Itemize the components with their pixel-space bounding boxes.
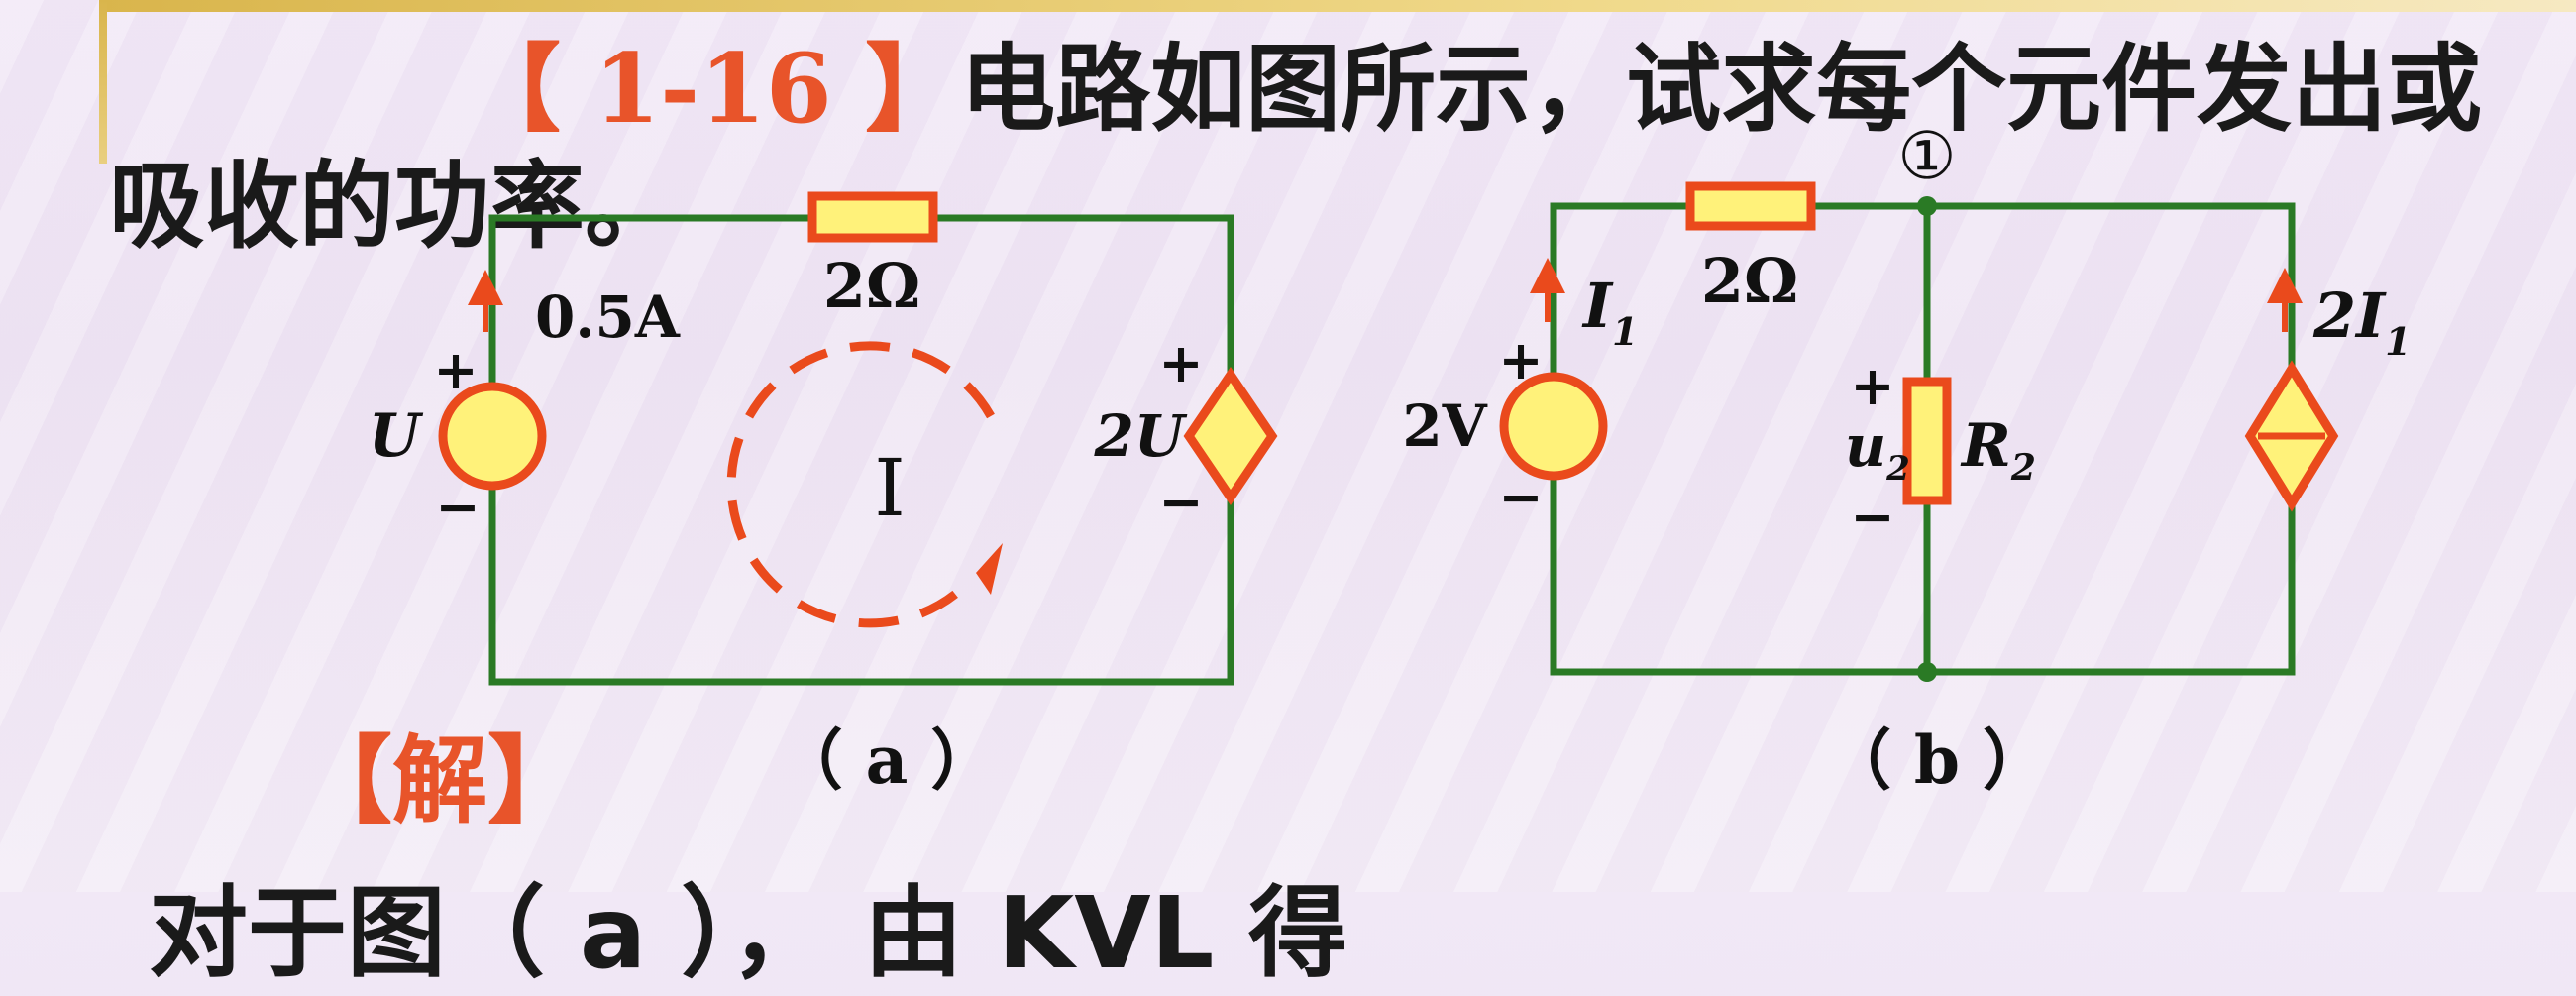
circuit-a-source-plus: +	[433, 338, 478, 401]
circuit-a-loop-arrowhead	[976, 543, 1003, 595]
circuit-b-source-plus: +	[1498, 328, 1543, 391]
circuit-a-dependent-label: 2U	[1094, 402, 1188, 470]
circuit-b-resistor-label: 2Ω	[1701, 245, 1798, 317]
circuit-b-node-label: ①	[1897, 118, 1956, 194]
circuit-b-r2	[1902, 377, 1952, 505]
circuit-b-u2-main: u	[1845, 412, 1886, 480]
circuit-a: 2Ω U + − 0.5A I 2U + − （ a ）	[369, 191, 1278, 799]
circuit-a-loop-path	[726, 341, 995, 628]
circuit-a-current-label: 0.5A	[535, 283, 681, 351]
circuit-a-resistor	[807, 191, 938, 243]
circuit-b-u2-plus: +	[1850, 354, 1894, 417]
circuit-b-u2-sub: 2	[1885, 449, 1910, 489]
circuit-b-dep-current-label: 2I1	[2312, 279, 2412, 364]
circuit-b-r2-main: R	[1960, 411, 2011, 481]
problem-title: 【 1-16 】电路如图所示，试求每个元件发出或	[466, 12, 2482, 145]
solution-text: 对于图（ a ）， 由 KVL 得	[149, 875, 1348, 991]
circuit-a-dependent-minus: −	[1158, 470, 1203, 533]
circuit-b-current-label: I1	[1581, 270, 1638, 354]
circuit-a-dependent-plus: +	[1158, 331, 1203, 394]
circuit-a-caption: （ a ）	[778, 721, 997, 799]
circuit-b-source-minus: −	[1498, 465, 1543, 528]
circuit-a-source-label: U	[369, 401, 424, 471]
top-decor-bar	[99, 0, 2576, 12]
circuit-b-r2-label: R2	[1960, 411, 2036, 489]
circuit-b-u2-minus: −	[1850, 485, 1894, 548]
circuit-diagrams: 2Ω U + − 0.5A I 2U + − （ a ） ① 2Ω 2V + −	[369, 118, 2412, 799]
circuit-b-source-label: 2V	[1402, 392, 1487, 460]
circuit-b: ① 2Ω 2V + − I1 R2 u2 + − 2I1 （ b ）	[1402, 118, 2411, 799]
circuit-a-voltage-source	[438, 382, 547, 491]
circuit-b-current-main: I	[1581, 270, 1614, 342]
circuit-b-dep-current-sub: 1	[2385, 319, 2411, 364]
circuit-b-voltage-source	[1499, 372, 1608, 481]
solution-label: 【解】	[297, 725, 583, 836]
circuit-b-dep-current-main: 2I	[2312, 279, 2387, 352]
circuit-b-caption: （ b ）	[1826, 721, 2048, 799]
problem-text-line1: 电路如图所示，试求每个元件发出或	[960, 34, 2483, 145]
circuit-a-resistor-label: 2Ω	[823, 250, 920, 322]
background-pattern	[0, 0, 2576, 892]
circuit-b-node-bottom-dot	[1917, 662, 1937, 682]
circuit-b-current-sub: 1	[1612, 309, 1638, 354]
circuit-a-source-minus: −	[435, 475, 480, 538]
circuit-b-resistor	[1685, 181, 1816, 231]
circuit-b-node-1-dot	[1917, 196, 1937, 216]
circuit-a-dependent-source	[1183, 366, 1278, 506]
circuit-b-r2-sub: 2	[2010, 447, 2036, 489]
circuit-a-loop-label: I	[874, 442, 906, 534]
circuit-b-u2-label: u2	[1845, 412, 1910, 489]
problem-text-line2: 吸收的功率。	[109, 151, 680, 262]
left-decor-bar	[99, 0, 107, 164]
problem-number: 【 1-16 】	[466, 33, 961, 145]
